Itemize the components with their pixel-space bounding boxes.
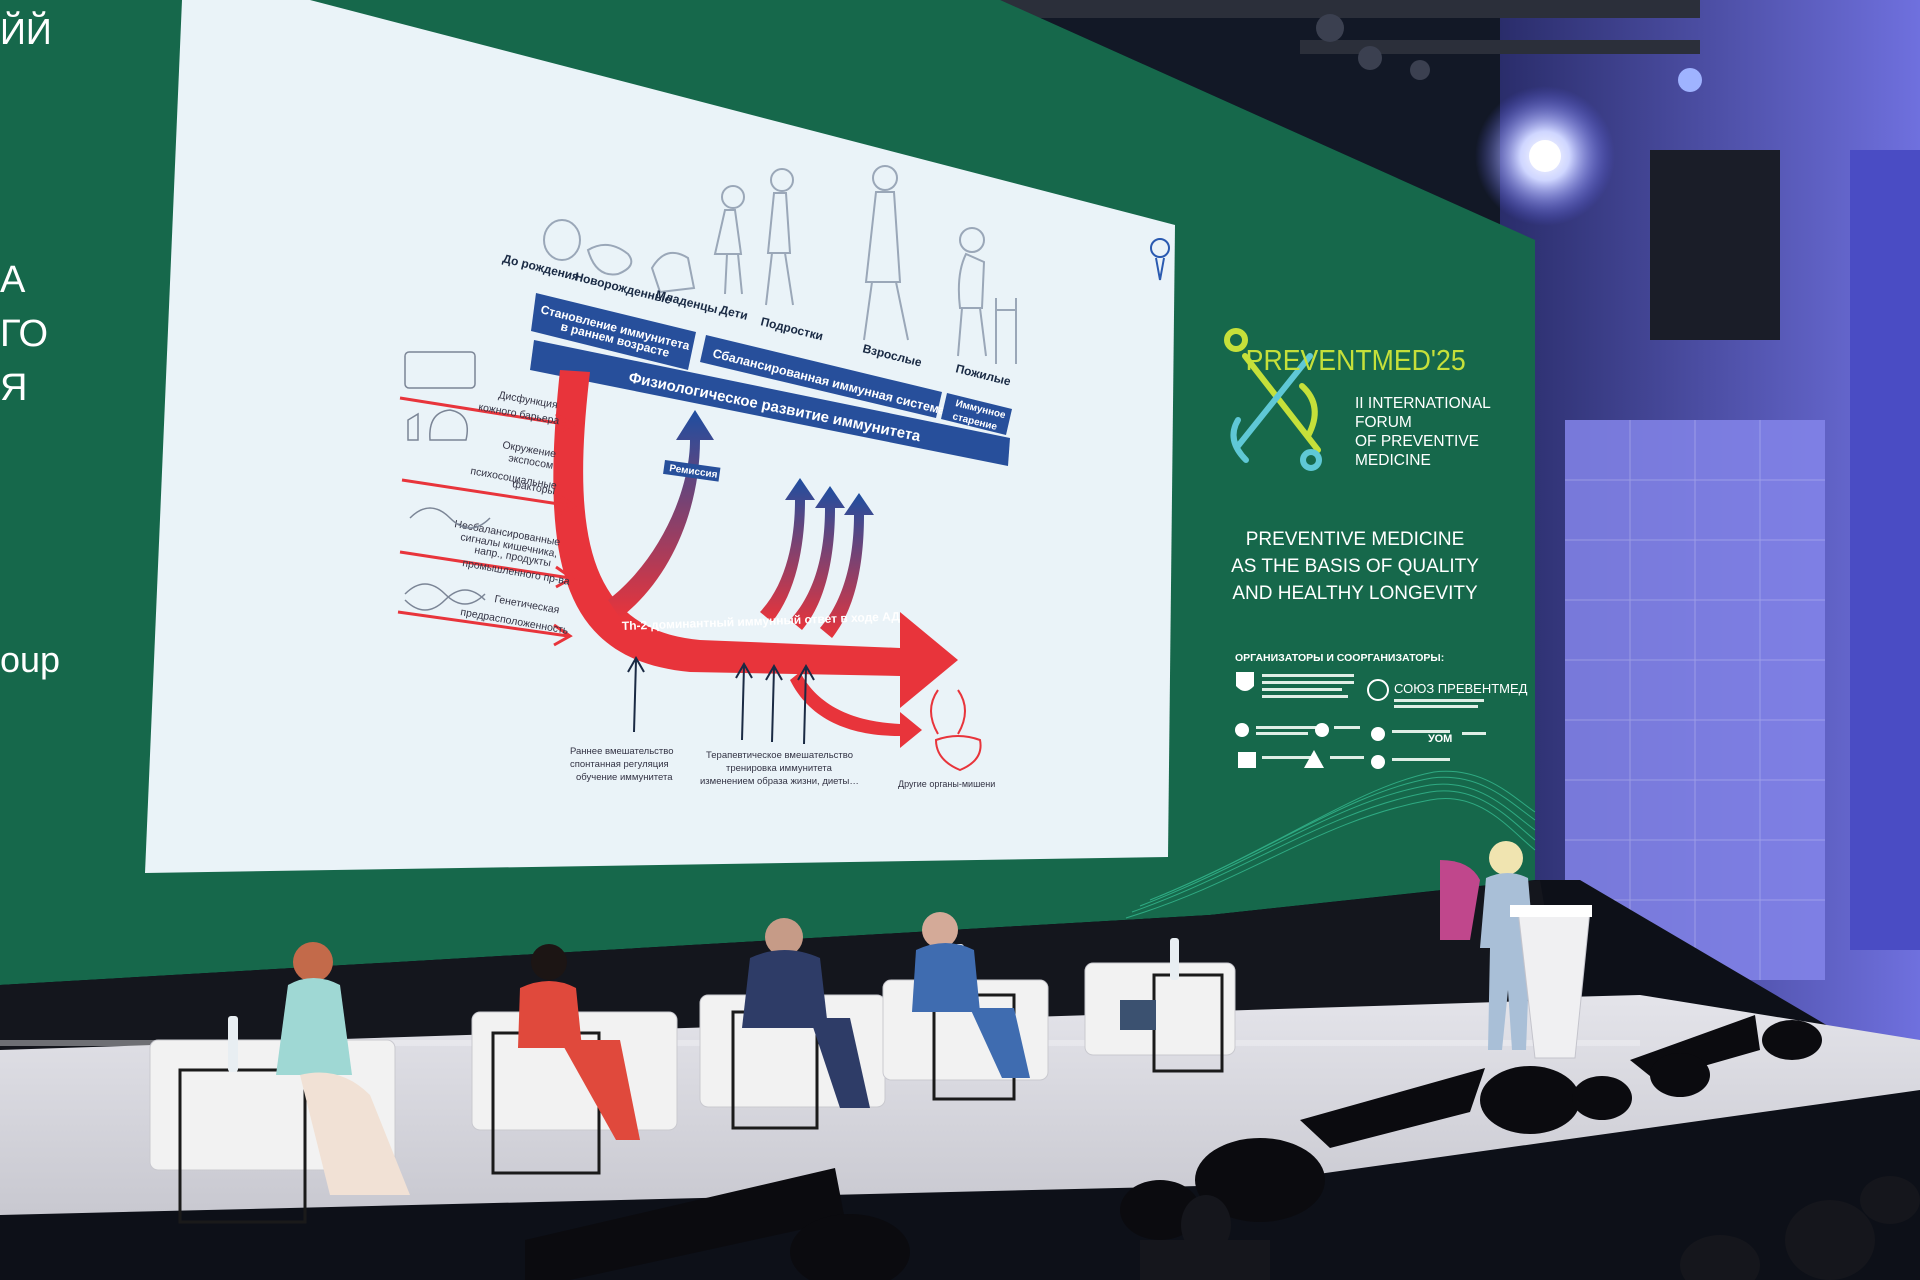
forum-line-2: FORUM (1355, 414, 1412, 431)
intervention-arrows (627, 655, 815, 745)
acoustic-panel (1850, 150, 1920, 950)
theme-line-3: AND HEALTHY LONGEVITY (1232, 583, 1478, 604)
left-screen-fragment-bottom: oup (0, 639, 60, 680)
theme-line-2: AS THE BASIS OF QUALITY (1231, 556, 1479, 577)
forum-line-4: MEDICINE (1355, 452, 1431, 469)
bar-physiological-development (530, 340, 1010, 466)
box-immune-aging (941, 393, 1012, 435)
slide-corner-logo (1150, 238, 1170, 281)
forum-line-3: OF PREVENTIVE (1355, 433, 1479, 450)
stage-monitors (525, 1015, 1822, 1280)
early-intervention-1: Раннее вмешательство (570, 746, 673, 757)
panelist-3 (742, 918, 870, 1108)
organs-icon (930, 689, 982, 772)
panelist-4 (912, 912, 1030, 1078)
remission-arrow (608, 410, 714, 618)
rising-arrow-1 (760, 478, 815, 622)
bag (1120, 1000, 1156, 1030)
left-screen-fragment-3: Я (0, 367, 27, 409)
age-label-children: Дети (718, 302, 749, 322)
age-silhouettes (543, 165, 1017, 364)
rising-arrow-2 (790, 486, 845, 630)
uom-logo-text: УОМ (1428, 733, 1452, 745)
lighting-truss (1000, 0, 1702, 226)
forum-line-1: II INTERNATIONAL (1355, 395, 1491, 412)
remission-tag (663, 459, 721, 482)
early-intervention-3: обучение иммунитета (576, 772, 673, 783)
lectern (1510, 905, 1592, 1059)
factor-arrows (397, 396, 577, 647)
organs-label: Другие органы-мишени (898, 779, 995, 789)
therapeutic-3: изменением образа жизни, диеты… (700, 776, 859, 787)
line-array-speaker (1650, 150, 1780, 340)
panelist-1 (276, 942, 410, 1195)
audience-heads (1140, 1176, 1920, 1280)
therapeutic-1: Терапевтическое вмешательство (706, 750, 853, 761)
early-intervention-2: спонтанная регуляция (570, 759, 669, 770)
th2-arrow (553, 370, 958, 708)
lit-wall-panel (1565, 420, 1825, 980)
box-balanced-immunity (700, 335, 942, 418)
panelist-2 (518, 944, 640, 1140)
organizers-heading: ОРГАНИЗАТОРЫ И СООРГАНИЗАТОРЫ: (1235, 652, 1444, 664)
factor-icons (404, 351, 491, 611)
organs-arrow (790, 672, 922, 748)
organizer-logos: СОЮЗ ПРЕВЕНТМЕД УОМ (1235, 672, 1528, 769)
left-screen-fragment-top: ЙЙ (0, 10, 52, 52)
theme-line-1: PREVENTIVE MEDICINE (1246, 529, 1465, 550)
preventmed-logo-icon (1224, 328, 1322, 471)
box-early-immunity (531, 293, 696, 370)
union-logo-text: СОЮЗ ПРЕВЕНТМЕД (1394, 681, 1528, 696)
therapeutic-2: тренировка иммунитета (726, 763, 833, 774)
rising-arrow-3 (820, 493, 874, 638)
left-screen-fragment-2: ГО (0, 313, 48, 355)
projected-slide: До рождения Новорожденные Младенцы Дети … (145, 0, 1175, 873)
wave-decoration (1125, 770, 1536, 919)
brand-title: PREVENTMED'25 (1246, 344, 1466, 376)
left-screen-fragment-1: А (0, 259, 26, 301)
speaker-presenter (1440, 841, 1534, 1050)
